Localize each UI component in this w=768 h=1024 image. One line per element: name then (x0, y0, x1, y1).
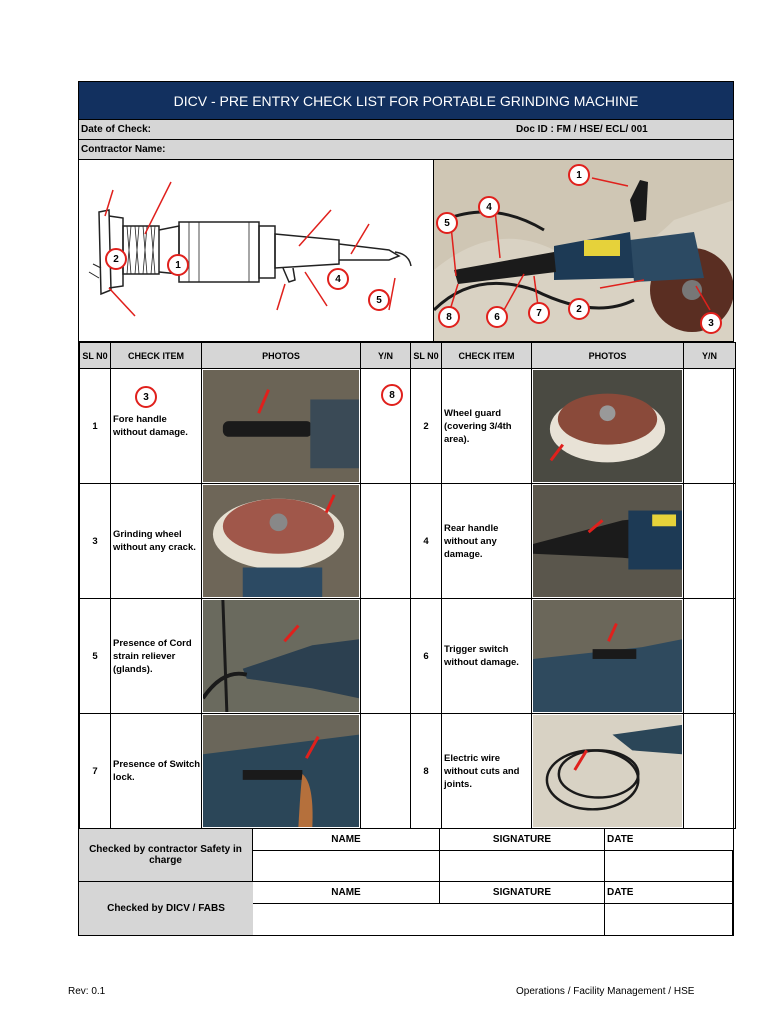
col-header-check-item: CHECK ITEM (110, 342, 202, 369)
photo-callout-2: 2 (568, 298, 590, 320)
check-item: Rear handle without any damage. (441, 483, 532, 599)
sl-number: 7 (79, 713, 111, 829)
photo-callout-1: 1 (568, 164, 590, 186)
photo-callout-5: 5 (436, 212, 458, 234)
yn-cell[interactable] (360, 483, 411, 599)
check-item: Presence of Cord strain reliever (glands… (110, 598, 202, 714)
callout-4: 4 (327, 268, 349, 290)
grinder-drawing-svg (88, 181, 412, 317)
department-label: Operations / Facility Management / HSE (516, 986, 695, 997)
yn-cell[interactable] (683, 368, 736, 484)
signature-header: SIGNATURE (440, 882, 605, 904)
sl-number: 2 (410, 368, 442, 484)
photo-rear-handle (531, 483, 684, 599)
check-item: Electric wire without cuts and joints. (441, 713, 532, 829)
grinder-photo: 1 2 3 4 5 6 7 8 (434, 160, 733, 341)
photo-grinding-wheel (201, 483, 361, 599)
check-item: Fore handle without damage. (110, 368, 202, 484)
col-header-sl: SL N0 (79, 342, 111, 369)
check-item: Wheel guard (covering 3/4th area). (441, 368, 532, 484)
dicv-signature-field[interactable] (440, 904, 605, 935)
table-row: 3 Grinding wheel without any crack. 4 Re… (79, 483, 736, 599)
signature-header: SIGNATURE (440, 829, 605, 851)
callout-8: 8 (381, 384, 403, 406)
sl-number: 3 (79, 483, 111, 599)
name-header: NAME (253, 829, 440, 851)
contractor-signature-field[interactable] (440, 851, 605, 882)
dicv-name-field[interactable] (253, 904, 440, 935)
photo-callout-6: 6 (486, 306, 508, 328)
doc-id: Doc ID : FM / HSE/ ECL/ 001 (516, 124, 648, 135)
callout-3: 3 (135, 386, 157, 408)
contractor-name-label: Contractor Name: (81, 144, 166, 155)
name-header: NAME (253, 882, 440, 904)
col-header-photos: PHOTOS (531, 342, 684, 369)
date-header: DATE (605, 882, 733, 904)
photo-wheel-guard (531, 368, 684, 484)
contractor-row: Contractor Name: (79, 140, 733, 160)
grinder-photo-svg (434, 160, 733, 341)
photo-cord-strain-reliever (201, 598, 361, 714)
yn-cell[interactable] (360, 713, 411, 829)
revision-label: Rev: 0.1 (68, 986, 106, 997)
table-row: 5 Presence of Cord strain reliever (glan… (79, 598, 736, 714)
dicv-check-label: Checked by DICV / FABS (79, 882, 253, 935)
photo-callout-8: 8 (438, 306, 460, 328)
callout-5: 5 (368, 289, 390, 311)
check-items-table: SL N0 CHECK ITEM PHOTOS Y/N SL N0 CHECK … (79, 342, 736, 829)
col-header-yn: Y/N (360, 342, 411, 369)
photo-electric-wire (531, 713, 684, 829)
col-header-sl: SL N0 (410, 342, 442, 369)
contractor-name-field[interactable] (253, 851, 440, 882)
date-row: Date of Check: Doc ID : FM / HSE/ ECL/ 0… (79, 120, 733, 140)
photo-fore-handle (201, 368, 361, 484)
date-of-check-label: Date of Check: (81, 124, 152, 135)
date-header: DATE (605, 829, 733, 851)
photo-callout-7: 7 (528, 302, 550, 324)
sl-number: 4 (410, 483, 442, 599)
photo-callout-3: 3 (700, 312, 722, 334)
yn-cell[interactable] (683, 483, 736, 599)
photo-callout-4: 4 (478, 196, 500, 218)
contractor-check-label: Checked by contractor Safety in charge (79, 829, 253, 882)
check-item: Grinding wheel without any crack. (110, 483, 202, 599)
check-item: Trigger switch without damage. (441, 598, 532, 714)
contractor-date-field[interactable] (605, 851, 733, 882)
grinder-line-drawing: 1 2 3 4 5 6 7 8 (79, 160, 434, 408)
table-row: 1 Fore handle without damage. 2 Wheel gu… (79, 368, 736, 484)
document-title: DICV - PRE ENTRY CHECK LIST FOR PORTABLE… (79, 82, 733, 120)
callout-1: 1 (167, 254, 189, 276)
photo-switch-lock (201, 713, 361, 829)
col-header-yn: Y/N (683, 342, 736, 369)
yn-cell[interactable] (683, 598, 736, 714)
col-header-photos: PHOTOS (201, 342, 361, 369)
col-header-check-item: CHECK ITEM (441, 342, 532, 369)
sl-number: 8 (410, 713, 442, 829)
diagram-row: 1 2 3 4 5 6 7 8 (79, 160, 733, 408)
callout-2: 2 (105, 248, 127, 270)
yn-cell[interactable] (360, 598, 411, 714)
table-row: 7 Presence of Switch lock. 8 Electric wi… (79, 713, 736, 829)
yn-cell[interactable] (683, 713, 736, 829)
sl-number: 1 (79, 368, 111, 484)
signoff-grid: Checked by contractor Safety in charge N… (79, 829, 733, 935)
dicv-date-field[interactable] (605, 904, 733, 935)
table-header-row: SL N0 CHECK ITEM PHOTOS Y/N SL N0 CHECK … (79, 342, 736, 369)
check-item: Presence of Switch lock. (110, 713, 202, 829)
sl-number: 6 (410, 598, 442, 714)
photo-trigger-switch (531, 598, 684, 714)
checklist-sheet: DICV - PRE ENTRY CHECK LIST FOR PORTABLE… (78, 81, 736, 936)
sl-number: 5 (79, 598, 111, 714)
